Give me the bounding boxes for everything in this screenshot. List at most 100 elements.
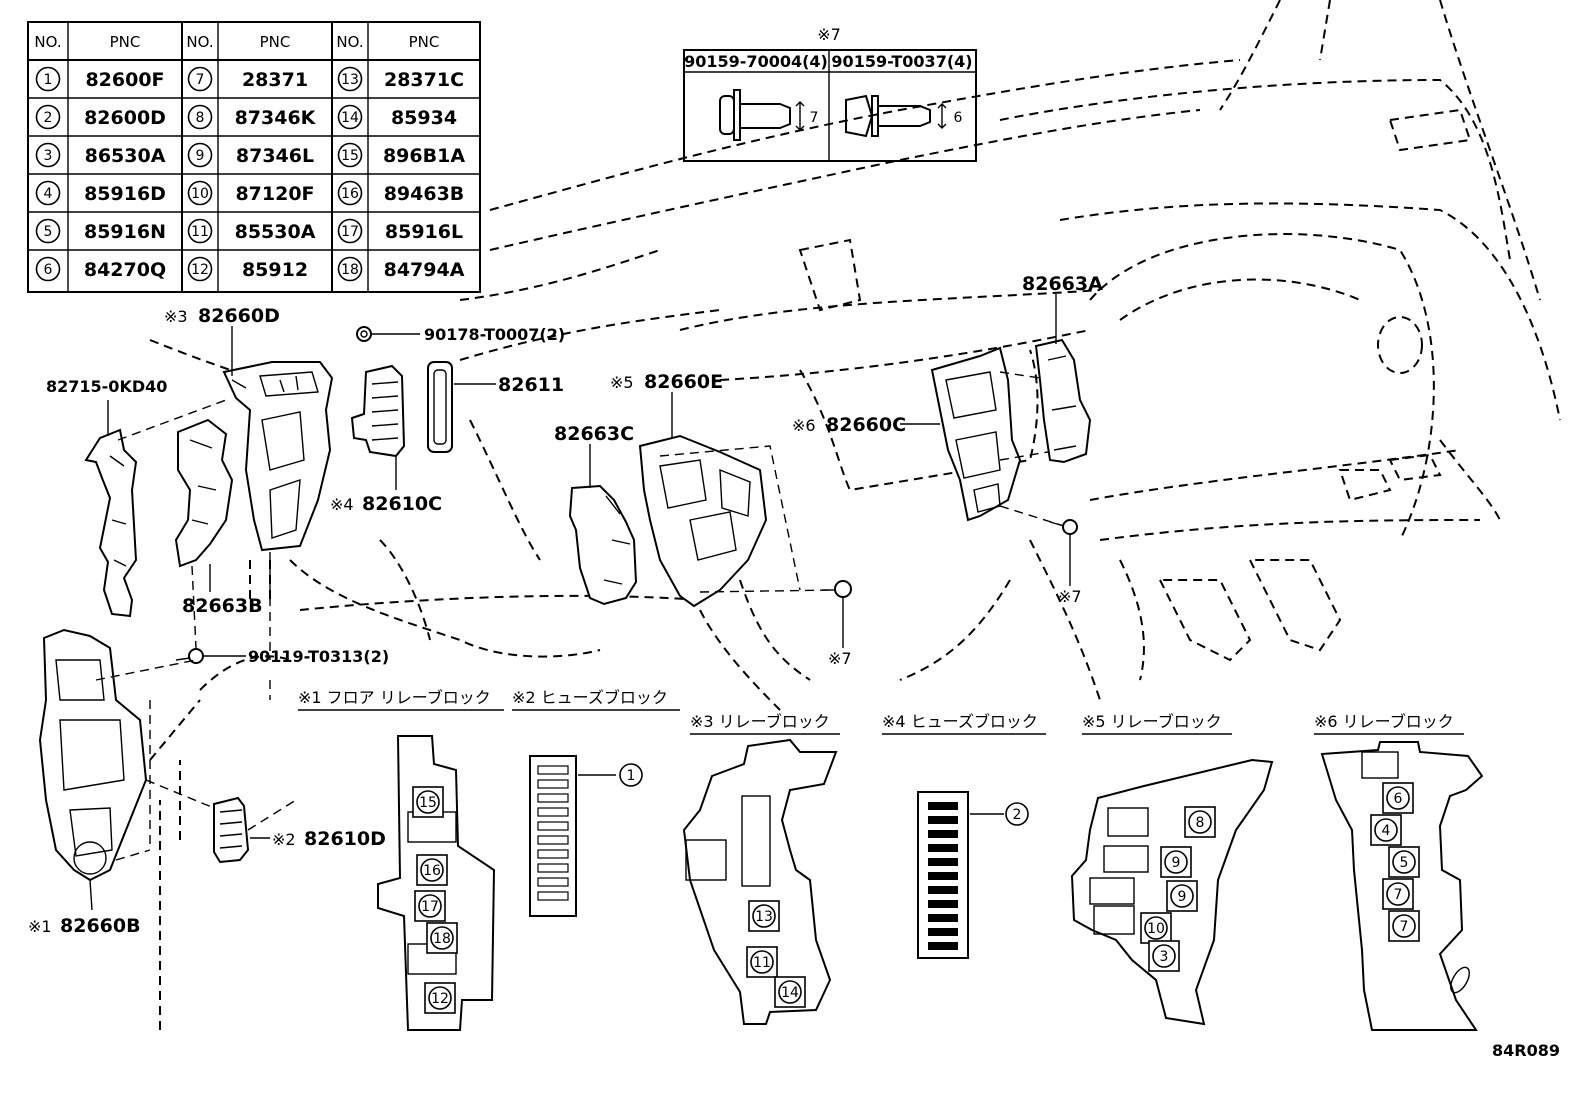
table-cell-no: 7	[196, 72, 205, 88]
block-number: 9	[1172, 855, 1181, 871]
fuse-slot	[928, 872, 958, 880]
bolt-part-right	[1049, 519, 1078, 535]
table-header-pnc-2: PNC	[260, 33, 291, 51]
block-number: 6	[1394, 791, 1403, 807]
fuse-slot	[537, 765, 569, 775]
label-82610D-mark: ※2	[272, 830, 296, 849]
table-header-no-1: NO.	[34, 33, 61, 51]
fuse-slot	[928, 942, 958, 950]
fuse-slot	[928, 914, 958, 922]
fuse-slot	[537, 849, 569, 859]
fuse-slot	[537, 877, 569, 887]
block-number: 7	[1400, 919, 1409, 935]
label-82660C-mark: ※6	[792, 416, 816, 435]
block-number-circle	[619, 763, 643, 787]
floor-relay-block-82660B-part	[38, 628, 148, 882]
table-cell-no: 14	[341, 110, 359, 126]
fuse-slot	[928, 928, 958, 936]
block-number-circle	[778, 980, 802, 1004]
block-number: 15	[419, 795, 437, 811]
table-cell-pnc: 85934	[391, 107, 457, 129]
table-cell-no: 5	[44, 224, 53, 240]
table-no-circle	[337, 256, 363, 282]
label-82610C-mark: ※4	[330, 495, 354, 514]
label-82660E-mark: ※5	[610, 373, 634, 392]
table-no-circle	[187, 142, 213, 168]
table-cell-no: 6	[44, 262, 53, 278]
bolt-icon-2	[845, 94, 947, 138]
bracket-82715-part	[84, 428, 138, 618]
table-cell-no: 11	[191, 224, 209, 240]
table-cell-pnc: 84794A	[384, 259, 465, 281]
table-cell-no: 3	[44, 148, 53, 164]
relay-block-82660E-part	[638, 434, 768, 608]
block-number: 8	[1196, 815, 1205, 831]
table-cell-no: 8	[196, 110, 205, 126]
table-cell-no: 13	[341, 72, 359, 88]
label-82660E: 82660E	[644, 371, 723, 393]
label-82610C: 82610C	[362, 493, 442, 515]
block-number: 11	[753, 955, 771, 971]
table-header-no-3: NO.	[336, 33, 363, 51]
block-number: 9	[1178, 889, 1187, 905]
block-number-circle	[1374, 818, 1398, 842]
bracket-82663C-part	[568, 484, 638, 606]
block-number-circle	[1152, 944, 1176, 968]
label-82663C: 82663C	[554, 423, 634, 445]
block-number-circle	[750, 950, 774, 974]
label-82660D: 82660D	[198, 305, 280, 327]
fuse-slot	[928, 802, 958, 810]
block-number-circle	[1188, 810, 1212, 834]
table-cell-pnc: 85916L	[385, 221, 463, 243]
block-number: 14	[781, 985, 799, 1001]
table-cell-pnc: 85916D	[84, 183, 166, 205]
section-4-title: ※4 ヒューズブロック	[882, 712, 1038, 731]
fuse-slot	[928, 816, 958, 824]
block-number-circle	[1164, 850, 1188, 874]
table-no-circle	[337, 142, 363, 168]
bracket-82663B-part	[174, 418, 234, 568]
fuse-slot	[928, 830, 958, 838]
fuse-slot	[537, 863, 569, 873]
table-no-circle	[187, 104, 213, 130]
table-no-circle	[187, 218, 213, 244]
table-cell-pnc: 28371	[242, 69, 308, 91]
block-number: 2	[1013, 807, 1022, 823]
block-number: 1	[627, 768, 636, 784]
block-number: 17	[421, 899, 439, 915]
table-cell-pnc: 28371C	[384, 69, 464, 91]
bolt-label-1: 90159-70004(4)	[684, 52, 828, 71]
fuse-slot	[928, 900, 958, 908]
label-90119: 90119-T0313(2)	[248, 647, 389, 666]
table-no-circle	[337, 104, 363, 130]
instrument-panel-outline	[149, 0, 1561, 1030]
block-number-circle	[430, 926, 454, 950]
table-cell-pnc: 85530A	[235, 221, 316, 243]
bolt-table: ※7 90159-70004(4) 90159-T0037(4) 7 6	[683, 25, 977, 162]
section-headings: ※1 フロア リレーブロック ※2 ヒューズブロック ※3 リレーブロック ※4…	[298, 688, 1464, 735]
fuse-slot	[928, 886, 958, 894]
label-82610D: 82610D	[304, 828, 386, 850]
block-number: 16	[423, 863, 441, 879]
label-82660B-mark: ※1	[28, 917, 52, 936]
block-number-circle	[1386, 882, 1410, 906]
table-cell-no: 10	[191, 186, 209, 202]
section-1-title: ※1 フロア リレーブロック	[298, 688, 491, 707]
table-cell-pnc: 89463B	[384, 183, 465, 205]
table-cell-pnc: 85916N	[84, 221, 166, 243]
assembly-guides	[95, 371, 1065, 861]
block-number-circle	[752, 904, 776, 928]
table-cell-no: 2	[44, 110, 53, 126]
block-number: 12	[431, 991, 449, 1007]
fuse-slot	[537, 821, 569, 831]
label-mark7-right: ※7	[1058, 587, 1082, 606]
table-cell-no: 15	[341, 148, 359, 164]
block-number-circle	[418, 894, 442, 918]
table-cell-pnc: 87120F	[235, 183, 314, 205]
table-no-circle	[187, 256, 213, 282]
section-6-title: ※6 リレーブロック	[1314, 712, 1454, 731]
table-cell-no: 17	[341, 224, 359, 240]
table-cell-pnc: 896B1A	[383, 145, 465, 167]
